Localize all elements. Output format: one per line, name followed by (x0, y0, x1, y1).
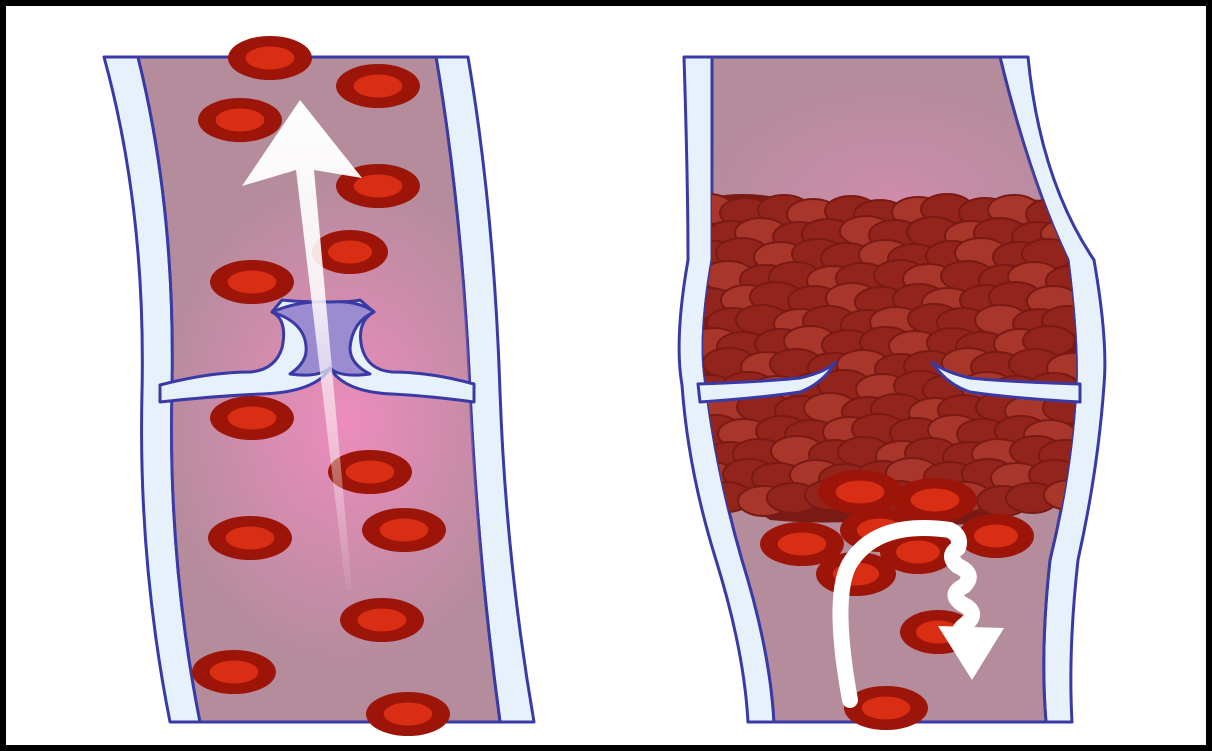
red-blood-cell (208, 516, 292, 560)
red-blood-cell (958, 514, 1034, 558)
red-blood-cell (362, 508, 446, 552)
red-blood-cell (340, 598, 424, 642)
red-blood-cell (228, 36, 312, 80)
clot-cells (682, 194, 1099, 516)
red-blood-cell (366, 692, 450, 736)
vein-with-clot-panel (679, 57, 1105, 722)
red-blood-cell (336, 64, 420, 108)
red-blood-cell (312, 230, 388, 274)
red-blood-cell (210, 396, 294, 440)
red-blood-cell (818, 470, 902, 514)
red-blood-cell (210, 260, 294, 304)
red-blood-cell (198, 98, 282, 142)
red-blood-cell (192, 650, 276, 694)
